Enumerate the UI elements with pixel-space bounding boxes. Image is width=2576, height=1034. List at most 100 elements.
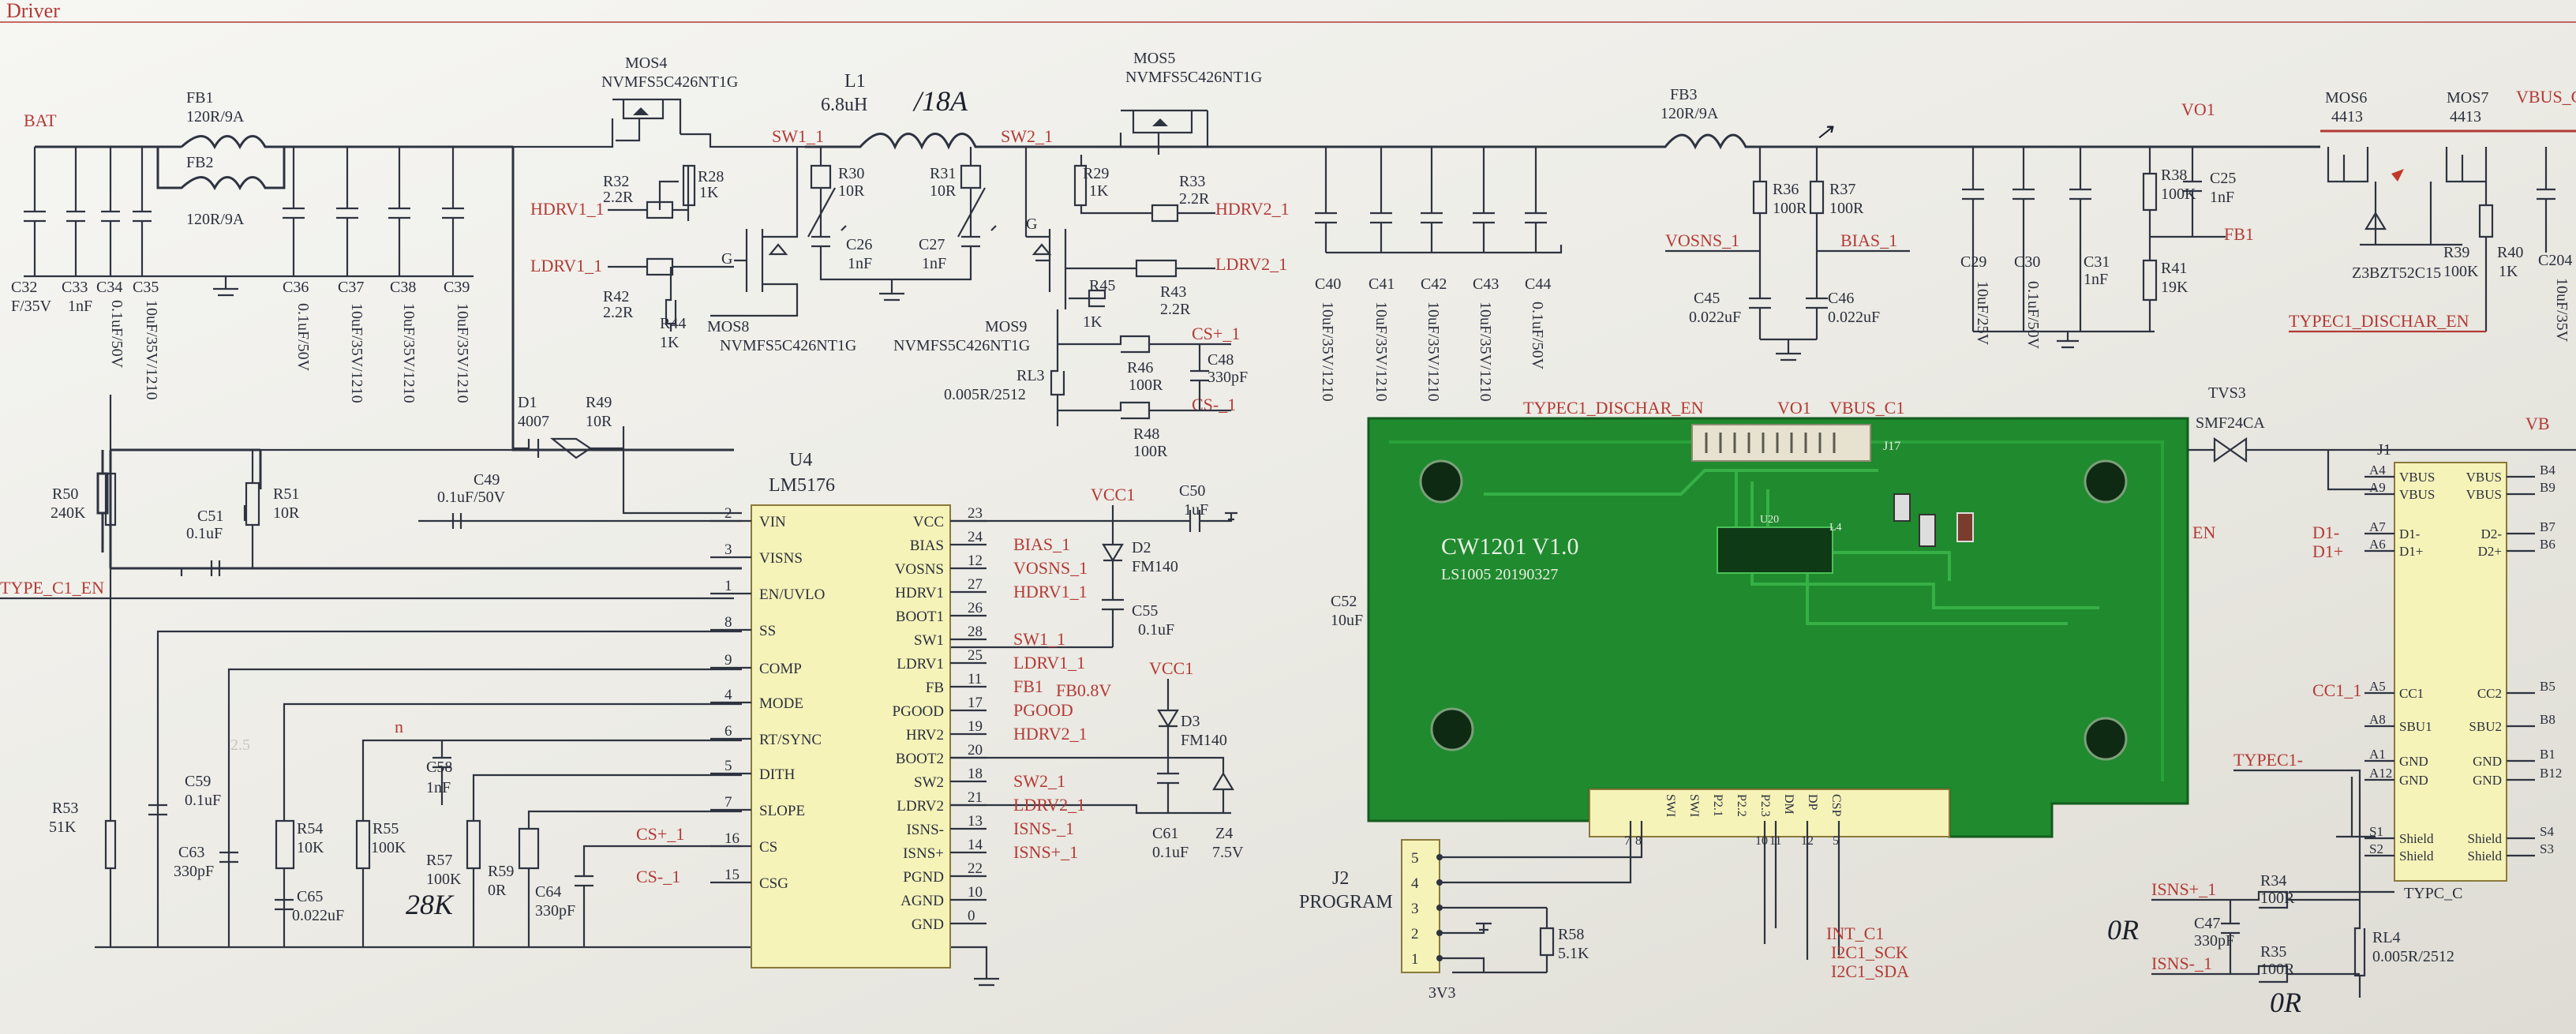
bias-net: BIAS_1: [1840, 230, 1897, 250]
typec-left-pin-name: D1+: [2399, 544, 2423, 559]
c42-value: 10uF/35V/1210: [1425, 302, 1442, 402]
ic-left-pin-name: COMP: [759, 661, 802, 677]
ic-right-pin-name: AGND: [900, 893, 944, 909]
ic-right-pin-number: 21: [968, 789, 983, 806]
i2c-sck-net: I2C1_SCK: [1831, 942, 1908, 962]
r59-ref: R59: [488, 863, 514, 880]
ic-left-pin-name: RT/SYNC: [759, 732, 822, 748]
r35-ref: R35: [2260, 943, 2286, 961]
ic-right-pin-net: SW1_1: [1013, 629, 1065, 649]
conn-pin-number: 7: [1624, 834, 1631, 848]
sw2-net-label: SW2_1: [1001, 126, 1053, 146]
typec-left-pin-number: A7: [2369, 519, 2386, 534]
c65-value: 0.022uF: [292, 907, 344, 924]
z4-value: 7.5V: [1212, 844, 1244, 861]
typec-left-pin-name: GND: [2399, 754, 2428, 769]
ic-right-pin-net: ISNS-_1: [1013, 819, 1074, 838]
j2-body: [1401, 839, 1440, 973]
typec-right-pin-number: B4: [2540, 463, 2555, 478]
ic-right-pin-name: FB: [926, 680, 944, 696]
c47-ref: C47: [2194, 915, 2220, 932]
typec-part: TYPC_C: [2404, 885, 2462, 902]
typec-en-net: TYPE_C1_EN: [0, 578, 104, 598]
pcb-l4-label: L4: [1829, 522, 1842, 534]
ic-left-pin-number: 15: [724, 867, 739, 883]
fb2-ref: FB2: [186, 154, 213, 171]
typec-right-pin-number: B8: [2540, 712, 2555, 727]
l1-handwritten: /18A: [912, 85, 968, 117]
ic-right-pin-name: LDRV1: [897, 656, 944, 672]
r37-value: 100R: [1829, 200, 1864, 217]
pcb-overlay-net3: VBUS_C1: [1829, 398, 1904, 418]
c51-value: 0.1uF: [186, 525, 223, 542]
vbus-c-net: VBUS_C: [2516, 87, 2576, 107]
r33-ref: R33: [1179, 173, 1205, 190]
cs-minus-net: CS-_1: [1192, 395, 1236, 414]
c26-ref: C26: [846, 236, 872, 253]
ic-right-pin-name: SW2: [914, 774, 944, 791]
r57-ref: R57: [426, 852, 452, 869]
ic-left-pin-number: 7: [724, 794, 732, 811]
ic-right-pin-name: BOOT1: [896, 609, 944, 625]
section-title: Driver: [6, 0, 60, 22]
int-c1-net: INT_C1: [1826, 923, 1884, 943]
typec-right-pin-name: GND: [2473, 773, 2502, 788]
ic-left-pin-name: MODE: [759, 695, 803, 712]
typec-left-pin-name: D1-: [2399, 526, 2421, 541]
j2-pin-number: 1: [1411, 951, 1419, 968]
typec-right-pin-name: VBUS: [2466, 487, 2502, 502]
j2-pin-number: 4: [1411, 875, 1419, 892]
pcb-bottom-pin: P2.2: [1735, 794, 1748, 817]
c43-value: 10uF/35V/1210: [1477, 302, 1494, 402]
c25-ref: C25: [2210, 170, 2236, 187]
fb1-ref: FB1: [186, 89, 213, 107]
handwritten-0r-2: 0R: [2270, 987, 2301, 1018]
c27-ref: C27: [919, 236, 945, 253]
pcb-bottom-pin: SWI: [1687, 794, 1701, 817]
ic-left-pin-name: CSG: [759, 875, 788, 892]
ic-right-pin-number: 10: [968, 884, 983, 901]
z3-ref: Z3: [2352, 264, 2369, 282]
conn-pin-number: 12: [1801, 834, 1814, 848]
bat-net-label: BAT: [24, 111, 57, 130]
c33-value: 1nF: [68, 298, 92, 315]
c49-value: 0.1uF/50V: [437, 489, 506, 506]
conn-pin-number: 11: [1769, 834, 1781, 848]
vcc1-net-b: VCC1: [1149, 658, 1193, 678]
pcb-connector-j17: [1691, 424, 1871, 462]
vb-cut: VB: [2525, 414, 2550, 433]
mos6-ref: MOS6: [2325, 89, 2367, 107]
c35-ref: C35: [133, 279, 159, 296]
ic-right-pin-name: GND: [912, 916, 944, 933]
ic-left-pin-name: VIN: [759, 514, 786, 530]
ic-left-pin-number: 2: [724, 505, 732, 522]
cs-plus-left: CS+_1: [636, 824, 684, 844]
ic-right-pin-number: 18: [968, 766, 983, 782]
typec-right-pin-number: S4: [2540, 824, 2554, 839]
c64-value: 330pF: [535, 902, 575, 920]
c34-value: 0.1uF/50V: [108, 300, 125, 369]
r57-handwritten: 28K: [406, 889, 455, 920]
c39-ref: C39: [444, 279, 470, 296]
d1minus-net: D1-: [2312, 523, 2339, 542]
c39-value: 10uF/35V/1210: [454, 303, 471, 403]
ic-left-pin-number: 16: [724, 830, 739, 847]
c58-value: 1nF: [426, 779, 451, 796]
ic-right-pin-net: PGOOD: [1013, 700, 1073, 720]
hand-arrow: ↗: [1815, 120, 1834, 144]
typec-left-pin-name: SBU1: [2399, 719, 2432, 734]
typec-left-pin-name: Shield: [2399, 831, 2434, 846]
ic-left-pin-number: 8: [724, 614, 732, 631]
pcb-chip-u20: [1717, 526, 1833, 574]
fb3-ref: FB3: [1670, 86, 1697, 103]
conn-pin-number: 5: [1833, 834, 1839, 848]
j2-label: PROGRAM: [1299, 892, 1393, 912]
r38-ref: R38: [2161, 167, 2187, 184]
r38-value: 100K: [2161, 185, 2196, 203]
isns-plus-net: ISNS+_1: [2151, 879, 2216, 899]
r37-ref: R37: [1829, 181, 1855, 198]
ic-right-pin-number: 22: [968, 860, 983, 877]
r48-ref: R48: [1133, 425, 1159, 443]
ic-left-pin-number: 6: [724, 723, 732, 740]
